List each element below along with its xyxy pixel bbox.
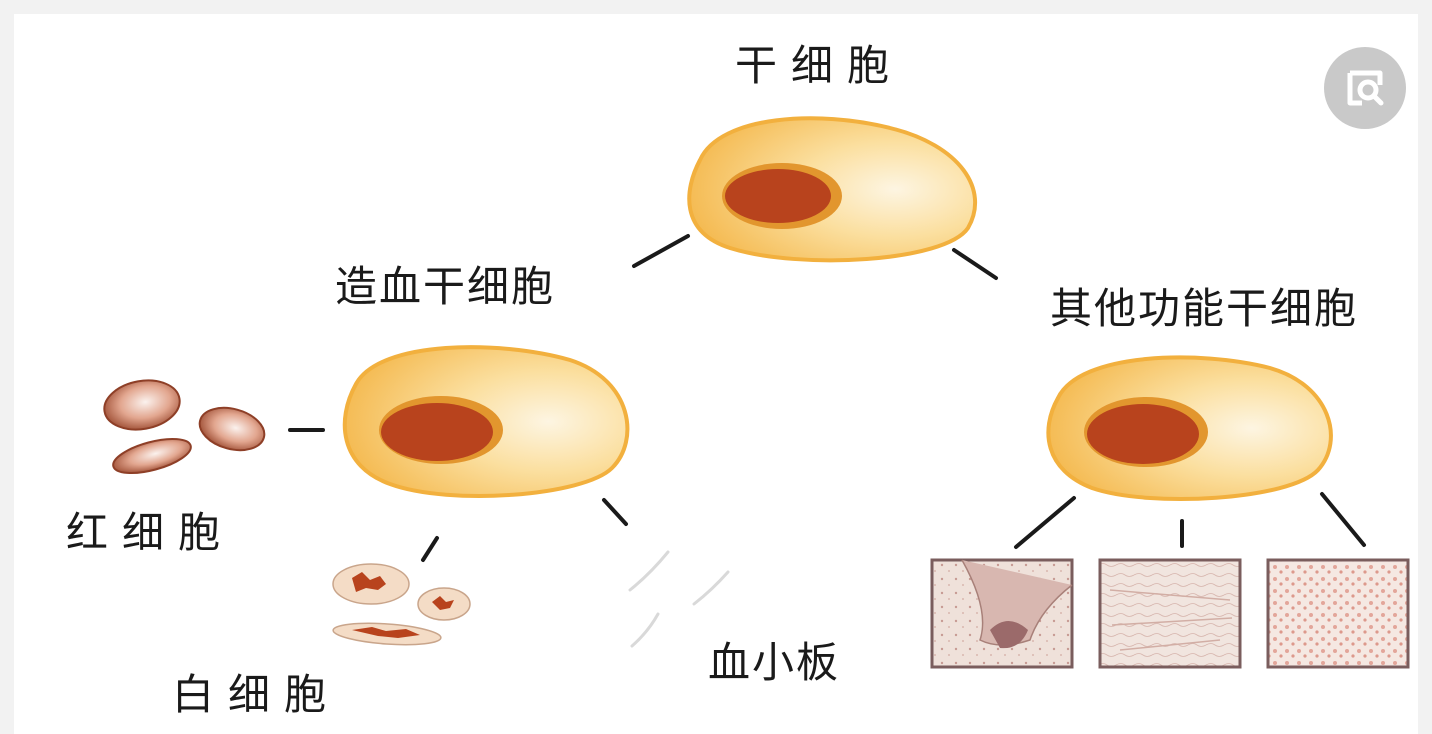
line-root-to-other [954,250,996,278]
hematopoietic-nucleus [381,403,493,461]
label-red-blood-cell: 红细胞 [66,512,234,554]
red-cell-1 [100,375,183,435]
label-platelet: 血小板 [708,642,840,684]
platelet-2 [694,572,728,604]
platelets [630,552,728,646]
line-to-tissue-1 [1016,498,1074,547]
red-cell-2 [195,401,269,457]
line-to-tissue-3 [1322,494,1364,545]
platelet-1 [630,552,668,590]
tissue-box-3 [1268,560,1408,667]
label-other-function-stem-cell: 其他功能干细胞 [1050,288,1358,330]
red-cell-3 [110,432,195,480]
line-to-white-cell [423,538,437,560]
red-blood-cells [100,375,269,480]
line-to-platelet [604,500,626,524]
label-hematopoietic-stem-cell: 造血干细胞 [335,266,555,308]
root-stem-cell [689,118,975,260]
hematopoietic-stem-cell [345,347,628,496]
other-function-stem-cell [1048,357,1331,499]
platelet-3 [632,614,658,646]
tissue-samples [932,560,1408,667]
root-nucleus [725,169,831,223]
other-nucleus [1087,404,1199,464]
label-root-stem-cell: 干细胞 [735,45,903,87]
label-white-blood-cell: 白细胞 [172,674,340,716]
white-blood-cells [332,564,470,648]
image-search-icon [1324,47,1406,129]
line-root-to-hematopoietic [634,236,688,266]
image-search-button[interactable] [1324,47,1406,129]
tissue-box-2 [1100,560,1240,667]
